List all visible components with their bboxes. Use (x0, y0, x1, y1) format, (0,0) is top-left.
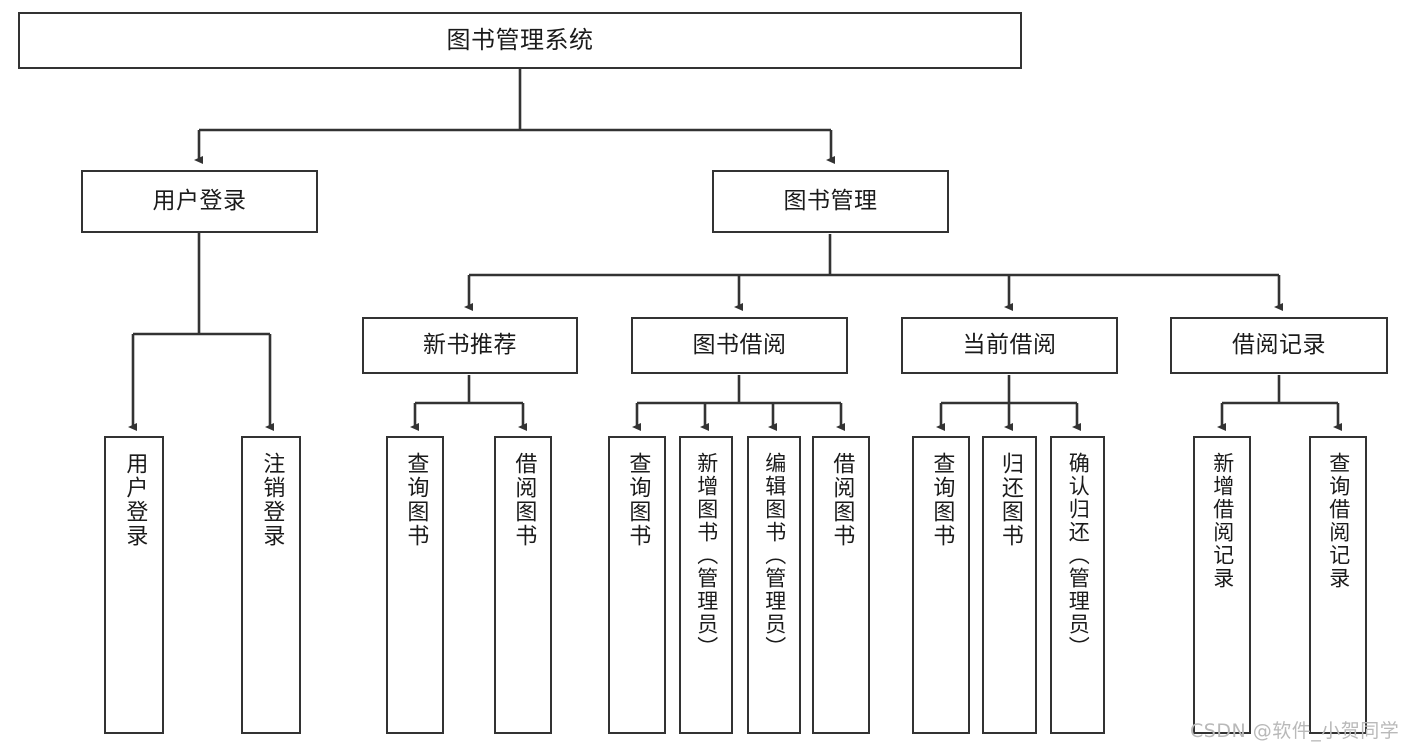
node-label: 注销登录 (259, 452, 285, 548)
leaf-query-book-borrow[interactable]: 查询图书 (608, 436, 666, 734)
node-new-book-recommend[interactable]: 新书推荐 (362, 317, 578, 374)
leaf-edit-book[interactable]: 编辑图书（管理员） (747, 436, 801, 734)
node-label: 编辑图书（管理员） (762, 452, 787, 659)
node-label: 借阅图书 (829, 452, 855, 548)
leaf-borrow-book-borrow[interactable]: 借阅图书 (812, 436, 870, 734)
node-label: 借阅记录 (1232, 331, 1326, 358)
leaf-borrow-book-recommend[interactable]: 借阅图书 (494, 436, 552, 734)
leaf-add-borrow-record[interactable]: 新增借阅记录 (1193, 436, 1251, 734)
node-label: 归还图书 (997, 452, 1023, 548)
node-label: 图书管理 (783, 187, 878, 214)
node-borrow-record[interactable]: 借阅记录 (1170, 317, 1388, 374)
node-book-management[interactable]: 图书管理 (712, 170, 949, 233)
node-root-system[interactable]: 图书管理系统 (18, 12, 1022, 69)
node-label: 查询借阅记录 (1326, 452, 1351, 590)
node-label: 用户登录 (152, 187, 247, 214)
leaf-user-logout[interactable]: 注销登录 (241, 436, 301, 734)
leaf-confirm-return[interactable]: 确认归还（管理员） (1050, 436, 1105, 734)
node-label: 当前借阅 (962, 331, 1057, 358)
leaf-return-book[interactable]: 归还图书 (982, 436, 1037, 734)
leaf-query-book-current[interactable]: 查询图书 (912, 436, 970, 734)
node-label: 新增借阅记录 (1210, 452, 1235, 590)
node-current-borrow[interactable]: 当前借阅 (901, 317, 1118, 374)
leaf-query-book-recommend[interactable]: 查询图书 (386, 436, 444, 734)
csdn-watermark: CSDN @软件_小贺同学 (1190, 720, 1400, 742)
node-label: 借阅图书 (511, 452, 537, 548)
node-label: 查询图书 (403, 452, 429, 548)
node-book-borrow[interactable]: 图书借阅 (631, 317, 848, 374)
node-label: 查询图书 (929, 452, 955, 548)
node-label: 图书管理系统 (446, 26, 594, 55)
node-label: 确认归还（管理员） (1066, 452, 1091, 659)
node-label: 图书借阅 (692, 331, 787, 358)
node-label: 新书推荐 (423, 331, 517, 358)
leaf-user-login[interactable]: 用户登录 (104, 436, 164, 734)
node-user-login[interactable]: 用户登录 (81, 170, 318, 233)
node-label: 查询图书 (625, 452, 651, 548)
node-label: 用户登录 (122, 452, 148, 548)
leaf-add-book[interactable]: 新增图书（管理员） (679, 436, 733, 734)
node-label: 新增图书（管理员） (694, 452, 719, 659)
leaf-query-borrow-record[interactable]: 查询借阅记录 (1309, 436, 1367, 734)
